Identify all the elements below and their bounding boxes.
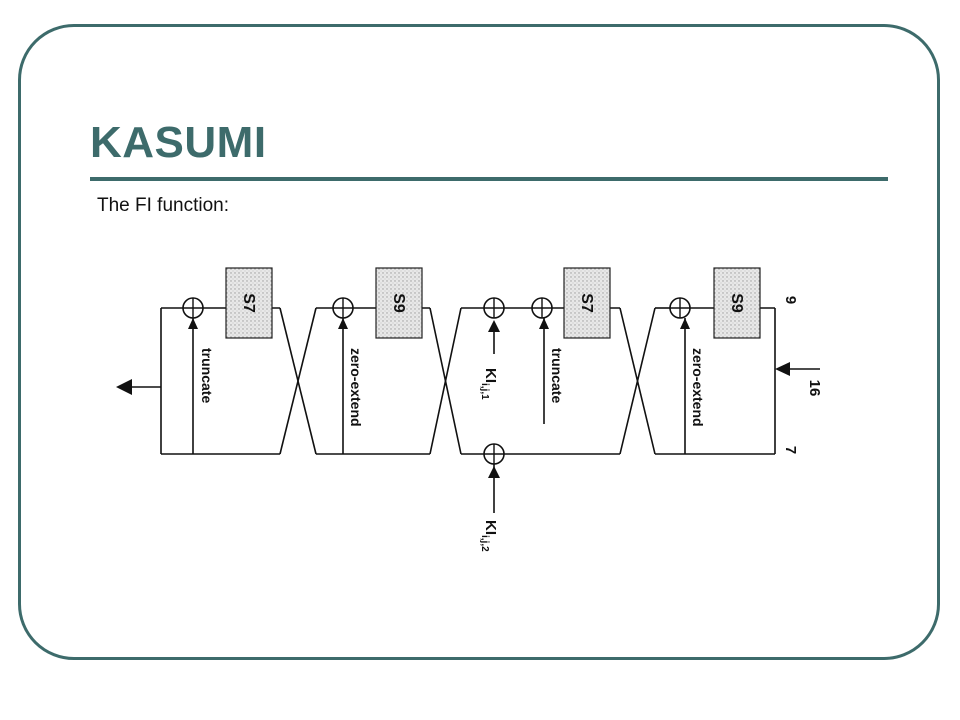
sbox-s9-second [713, 267, 761, 339]
fi-diagram-svg: S7 S9 S7 S9 truncate zero-extend truncat… [116, 267, 823, 552]
fi-function-diagram: S7 S9 S7 S9 truncate zero-extend truncat… [90, 228, 840, 628]
key-labels: KIi,j,1 KIi,j,2 [479, 368, 499, 552]
title-underline [90, 177, 888, 181]
sbox-s7-second [563, 267, 611, 339]
arrow-up-icon [488, 466, 500, 478]
bit-width-16: 16 [806, 380, 823, 397]
truncate-label: truncate [199, 348, 215, 403]
sbox-label: S7 [240, 293, 257, 313]
arrow-left-icon [116, 379, 132, 395]
xor-nodes [182, 297, 691, 465]
arrowheads [116, 318, 790, 478]
xor-node [332, 297, 354, 319]
arrow-up-icon [188, 318, 198, 329]
arrow-up-icon [539, 318, 549, 329]
slide-title: KASUMI [90, 118, 267, 167]
key-label-2: KIi,j,2 [479, 520, 499, 552]
xor-node [669, 297, 691, 319]
bit-width-9: 9 [782, 296, 799, 304]
arrow-up-icon [488, 320, 500, 332]
arrow-left-icon [775, 362, 790, 376]
zero-extend-label: zero-extend [348, 348, 364, 427]
wiring [132, 307, 820, 513]
sbox-labels: S7 S9 S7 S9 [240, 293, 745, 313]
bit-width-labels: 9 16 7 [782, 296, 823, 454]
sbox-label: S9 [728, 293, 745, 313]
slide-subtitle: The FI function: [97, 195, 230, 216]
xor-node [531, 297, 553, 319]
zero-extend-label: zero-extend [690, 348, 706, 427]
slide-frame [18, 24, 940, 660]
sbox-label: S7 [578, 293, 595, 313]
arrow-up-icon [680, 318, 690, 329]
operation-labels: truncate zero-extend truncate zero-exten… [199, 348, 706, 427]
arrow-up-icon [338, 318, 348, 329]
sbox-label: S9 [390, 293, 407, 313]
bit-width-7: 7 [782, 446, 799, 454]
sbox-s7-first [225, 267, 273, 339]
xor-node [483, 443, 505, 465]
xor-node [483, 297, 505, 319]
xor-node [182, 297, 204, 319]
truncate-label: truncate [549, 348, 565, 403]
key-label-1: KIi,j,1 [479, 368, 499, 400]
sbox-s9-first [375, 267, 423, 339]
sbox-group [225, 267, 761, 339]
